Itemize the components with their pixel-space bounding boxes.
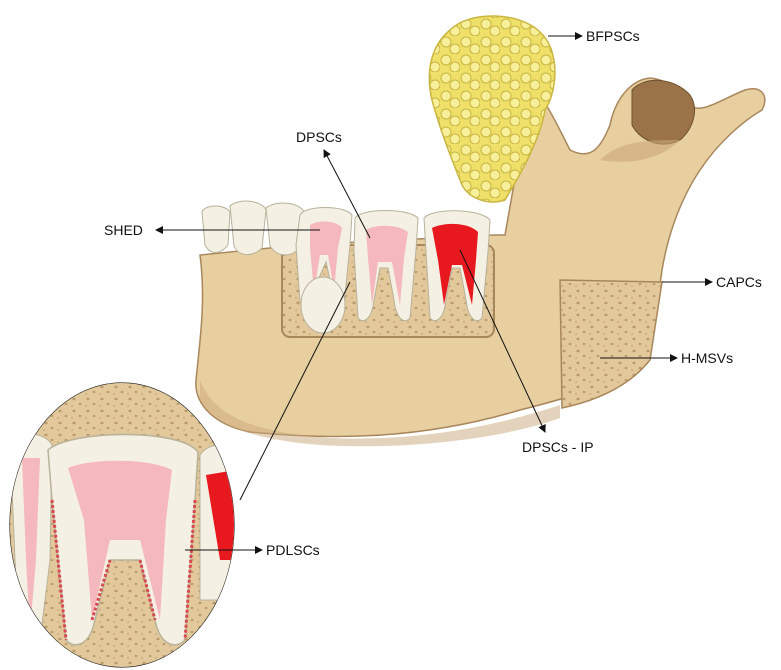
- label-capcs: CAPCs: [716, 274, 762, 290]
- cancellous-bone-window: [560, 280, 662, 408]
- label-bfpscs: BFPSCs: [586, 28, 640, 44]
- label-dpscs: DPSCs: [296, 129, 342, 145]
- label-shed: SHED: [104, 222, 143, 238]
- magnified-inset: [0, 380, 240, 670]
- label-pdlscs: PDLSCs: [266, 542, 320, 558]
- label-hmsvs: H-MSVs: [681, 350, 733, 366]
- front-teeth: [202, 201, 304, 255]
- label-dpscs-ip: DPSCs - IP: [522, 439, 594, 455]
